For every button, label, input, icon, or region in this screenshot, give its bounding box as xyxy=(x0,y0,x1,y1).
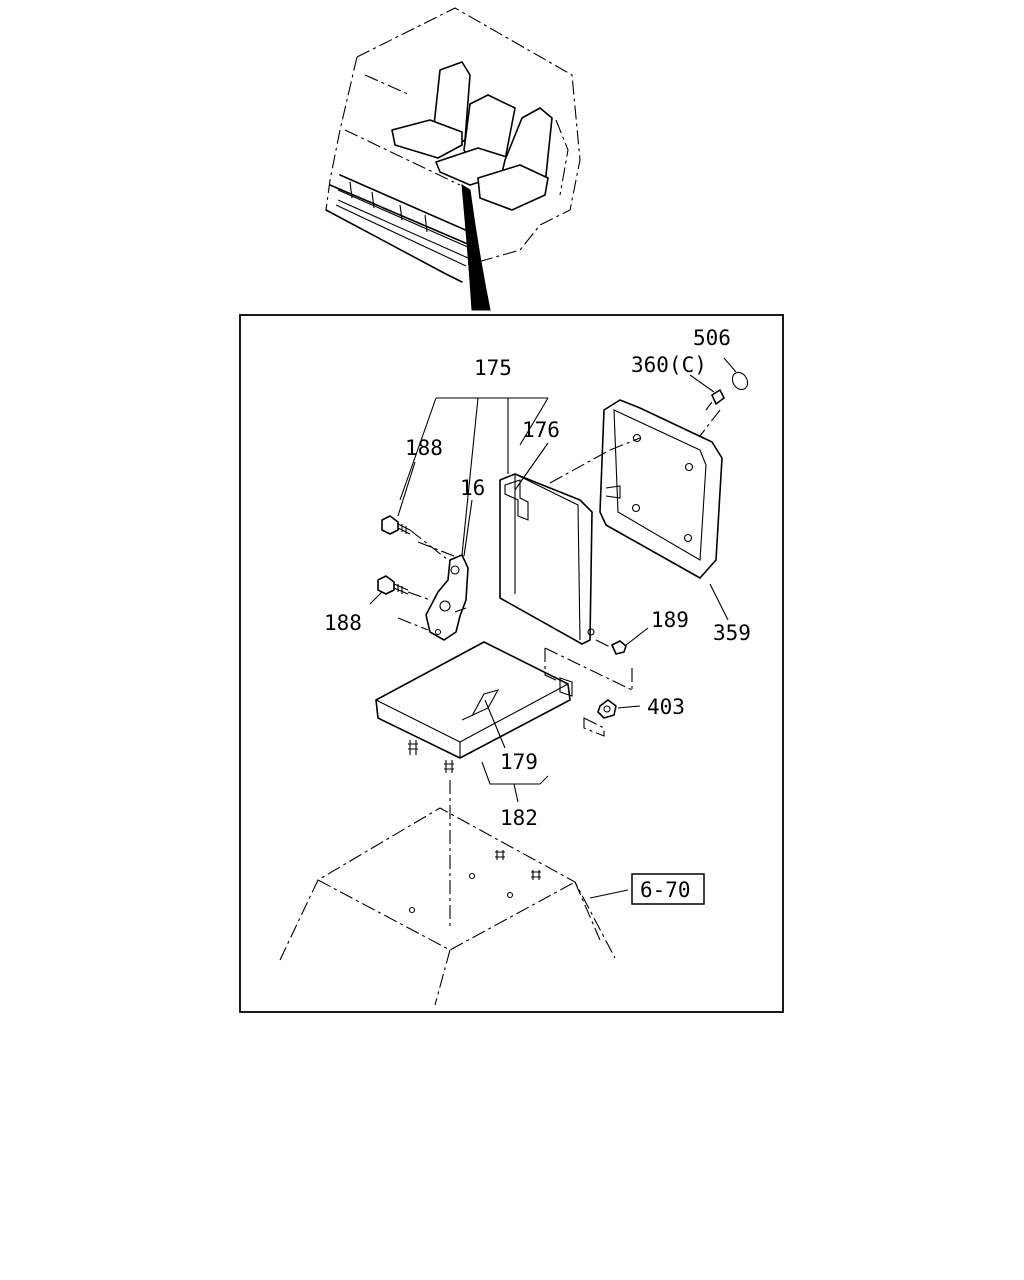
part-16-hinge-bracket xyxy=(425,554,469,641)
reference-box-6-70 xyxy=(631,873,705,905)
label-359: 359 xyxy=(713,621,751,645)
detail-frame xyxy=(239,314,784,1013)
label-182: 182 xyxy=(500,806,538,830)
label-188-upper: 188 xyxy=(405,436,443,460)
part-179-seat-cushion xyxy=(375,641,573,773)
label-176: 176 xyxy=(522,418,560,442)
label-179: 179 xyxy=(500,750,538,774)
part-403-nut xyxy=(597,699,617,719)
label-ref-6-70: 6-70 xyxy=(640,878,691,902)
part-360-clip xyxy=(705,389,725,411)
part-189-nut xyxy=(611,640,627,655)
label-360c: 360(C) xyxy=(631,353,707,377)
label-189: 189 xyxy=(651,608,689,632)
label-175: 175 xyxy=(474,356,512,380)
part-506-cap xyxy=(731,371,749,391)
label-16: 16 xyxy=(460,476,485,500)
part-359-cover xyxy=(599,399,723,579)
part-labels: 175 176 188 16 188 506 360(C) 359 189 40… xyxy=(324,326,751,905)
label-506: 506 xyxy=(693,326,731,350)
mounting-base-6-70 xyxy=(279,807,616,1006)
part-176-seat-back xyxy=(499,473,595,645)
label-188-lower: 188 xyxy=(324,611,362,635)
leader-lines xyxy=(369,357,737,930)
label-403: 403 xyxy=(647,695,685,719)
part-188-bolt-upper xyxy=(381,515,411,535)
part-188-bolt-lower xyxy=(377,575,409,595)
cab-overview-illustration xyxy=(325,7,581,311)
